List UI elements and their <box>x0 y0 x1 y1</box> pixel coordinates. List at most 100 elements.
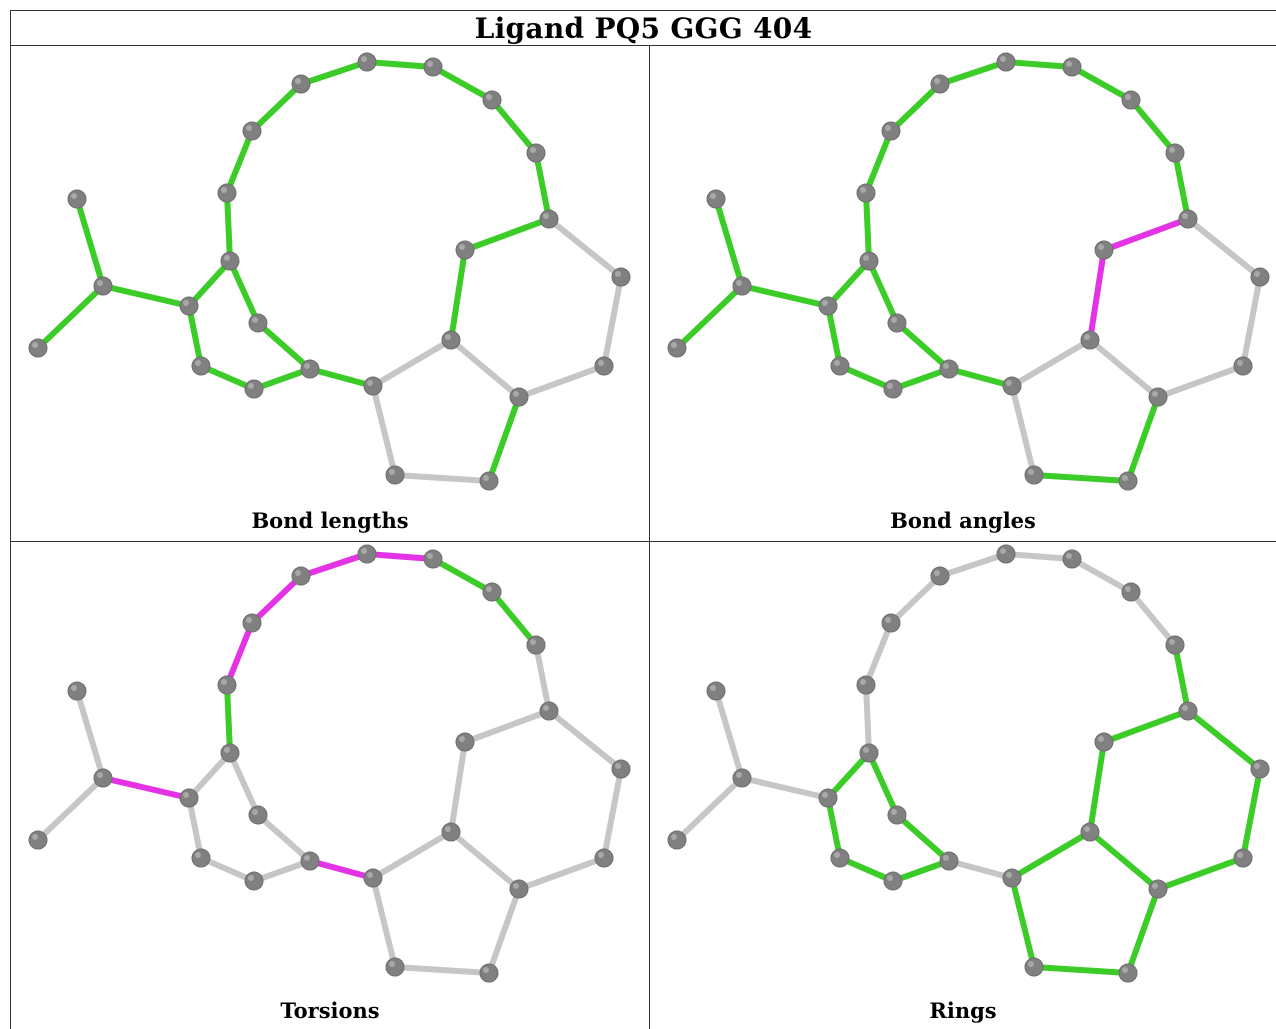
atom <box>526 635 546 655</box>
atom-highlight <box>891 317 897 323</box>
bond <box>198 363 257 392</box>
atom-highlight <box>736 772 742 778</box>
atom <box>244 871 264 891</box>
atom <box>248 313 268 333</box>
atom-highlight <box>1028 961 1034 967</box>
atom-highlight <box>943 363 949 369</box>
atom-highlight <box>248 383 254 389</box>
atom-highlight <box>863 255 869 261</box>
title-bar: Ligand PQ5 GGG 404 <box>11 11 1276 46</box>
atom <box>220 251 240 271</box>
atom-highlight <box>834 852 840 858</box>
atom-highlight <box>598 852 604 858</box>
bond <box>1087 829 1161 892</box>
bond <box>186 303 204 369</box>
atom <box>859 251 879 271</box>
row-divider <box>11 541 1276 542</box>
atom-highlight <box>834 360 840 366</box>
atom <box>611 759 631 779</box>
atom-highlight <box>71 193 77 199</box>
atom-highlight <box>934 78 940 84</box>
bond <box>1172 642 1191 714</box>
bond <box>516 363 607 400</box>
atom-highlight <box>427 61 433 67</box>
atom <box>856 675 876 695</box>
atom <box>455 240 475 260</box>
bond <box>866 258 900 326</box>
bond <box>1003 59 1075 70</box>
atom-highlight <box>361 56 367 62</box>
bond <box>1069 64 1134 103</box>
atom <box>363 868 383 888</box>
atom <box>1250 267 1270 287</box>
atom <box>939 851 959 871</box>
bond <box>1003 551 1075 562</box>
bond <box>946 858 1015 881</box>
atom-highlight <box>367 380 373 386</box>
atom <box>482 582 502 602</box>
atom-highlight <box>1084 826 1090 832</box>
bond <box>894 812 952 864</box>
bond <box>1125 886 1161 976</box>
atom <box>423 57 443 77</box>
atom <box>1024 957 1044 977</box>
atom <box>291 566 311 586</box>
atom <box>1080 330 1100 350</box>
bond <box>35 775 106 843</box>
bond <box>888 81 943 134</box>
atom <box>242 613 262 633</box>
atom-highlight <box>97 280 103 286</box>
bond <box>186 750 233 801</box>
atom-highlight <box>1152 391 1158 397</box>
atom <box>1062 57 1082 77</box>
bond <box>249 81 304 134</box>
atom <box>611 267 631 287</box>
bond <box>448 337 522 400</box>
atom <box>385 957 405 977</box>
atom-highlight <box>367 872 373 878</box>
atom-highlight <box>295 570 301 576</box>
atom-highlight <box>943 855 949 861</box>
atom <box>67 681 87 701</box>
atom-highlight <box>246 125 252 131</box>
atom-highlight <box>887 875 893 881</box>
atom <box>1118 471 1138 491</box>
atom <box>883 379 903 399</box>
panel-bond-angles: Bond angles <box>650 46 1276 541</box>
atom-highlight <box>221 187 227 193</box>
bond <box>863 190 872 264</box>
bond <box>1172 150 1191 222</box>
bond <box>713 196 745 289</box>
bond <box>392 472 492 484</box>
bond <box>255 812 313 864</box>
bond <box>837 855 896 884</box>
atom <box>1121 90 1141 110</box>
atom <box>818 788 838 808</box>
atom <box>93 276 113 296</box>
atom-highlight <box>710 685 716 691</box>
atom-highlight <box>248 875 254 881</box>
atom <box>859 743 879 763</box>
atom-highlight <box>1152 883 1158 889</box>
bond <box>546 708 624 772</box>
atom <box>1233 848 1253 868</box>
atom <box>482 90 502 110</box>
atom <box>28 338 48 358</box>
atom-highlight <box>195 852 201 858</box>
atom-highlight <box>486 586 492 592</box>
bond <box>1009 829 1093 881</box>
atom <box>220 743 240 763</box>
bond <box>462 216 552 253</box>
atom-highlight <box>1254 763 1260 769</box>
atom <box>1165 635 1185 655</box>
panel-caption: Bond angles <box>890 508 1036 533</box>
bond <box>1031 472 1131 484</box>
bond <box>1128 589 1178 648</box>
atom-highlight <box>885 617 891 623</box>
atom-highlight <box>1237 360 1243 366</box>
atom-highlight <box>671 342 677 348</box>
atom <box>706 189 726 209</box>
bond <box>1240 766 1263 861</box>
bond <box>713 688 745 781</box>
atom <box>28 830 48 850</box>
